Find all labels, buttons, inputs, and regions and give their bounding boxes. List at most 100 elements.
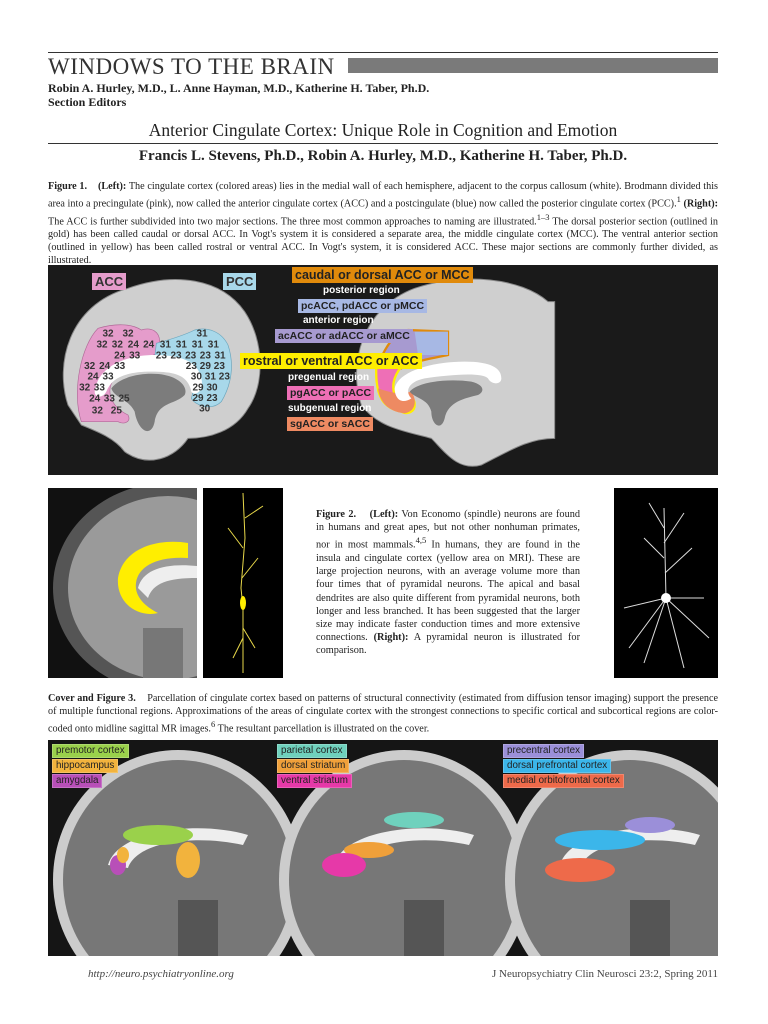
brodmann-area-number: 23 — [219, 372, 231, 383]
pc-label: pcACC, pdACC or pMCC — [298, 299, 428, 313]
figure2-pyramidal-neuron-image — [614, 488, 718, 678]
brodmann-area-number: 23 — [185, 350, 197, 361]
caption-left: (Left): — [97, 181, 127, 192]
brodmann-area-number: 32 — [92, 405, 104, 416]
brodmann-area-number: 23 — [206, 393, 218, 404]
pg-label: pgACC or pACC — [287, 386, 375, 400]
caudal-label: caudal or dorsal ACC or MCC — [292, 267, 473, 283]
sg-label: sgACC or sACC — [287, 417, 373, 431]
brodmann-area-number: 32 — [79, 382, 91, 393]
figure2-mri-image — [48, 488, 197, 678]
pregenual-region-label: pregenual region — [288, 372, 370, 383]
footer-citation: J Neuropsychiatry Clin Neurosci 23:2, Sp… — [492, 968, 718, 980]
caption-text: The dorsal posterior section (outlined i… — [48, 215, 718, 267]
ref: 6 — [210, 719, 216, 730]
brodmann-area-number: 33 — [94, 382, 106, 393]
caption-left: (Left): — [369, 509, 399, 520]
brodmann-area-number: 33 — [102, 372, 114, 383]
rostral-label: rostral or ventral ACC or ACC — [240, 353, 422, 369]
region-legend-label: hippocampus — [52, 759, 119, 773]
brodmann-area-number: 24 — [99, 361, 111, 372]
brodmann-area-number: 25 — [118, 394, 130, 405]
region-legend-label: dorsal striatum — [277, 759, 350, 773]
brodmann-area-number: 31 — [196, 329, 208, 340]
figure-label: Cover and Figure 3. — [48, 693, 136, 704]
editors-role: Section Editors — [48, 95, 127, 109]
brodmann-area-number: 31 — [176, 339, 188, 350]
ac-label: acACC or adACC or aMCC — [275, 329, 413, 343]
brodmann-area-number: 33 — [114, 361, 126, 372]
caption-text: Von Economo (spindle) neurons are found … — [316, 509, 581, 551]
ref: 1–3 — [536, 211, 550, 222]
connectivity-region — [384, 812, 444, 828]
figure2-spindle-neuron-image — [203, 488, 283, 678]
mri-sagittal — [53, 488, 197, 678]
section-header: WINDOWS TO THE BRAIN — [48, 54, 335, 79]
editors-names: Robin A. Hurley, M.D., L. Anne Hayman, M… — [48, 81, 430, 95]
region-legend-label: ventral striatum — [277, 774, 352, 788]
caption-right: (Right): — [373, 632, 409, 644]
brodmann-area-number: 32 — [96, 339, 108, 350]
connectivity-region — [123, 825, 193, 845]
caption-text: The ACC is further subdivided into two m… — [48, 215, 537, 227]
figure3-caption: Cover and Figure 3. Parcellation of cing… — [48, 692, 718, 736]
pcc-label: PCC — [223, 273, 257, 290]
brodmann-area-number: 32 — [112, 339, 124, 350]
figure-label: Figure 1. — [48, 181, 88, 192]
mri-panels — [53, 750, 718, 956]
brodmann-area-number: 29 — [200, 361, 212, 372]
section-editors: Robin A. Hurley, M.D., L. Anne Hayman, M… — [48, 81, 429, 109]
caption-text: Parcellation of cingulate cortex based o… — [48, 693, 718, 735]
mri-panel — [53, 750, 303, 956]
ref: 1 — [676, 194, 681, 205]
brodmann-area-number: 32 — [122, 329, 134, 340]
region-legend-label: amygdala — [52, 774, 103, 788]
brodmann-area-number: 25 — [111, 405, 123, 416]
left-brain — [62, 279, 261, 461]
brodmann-area-number: 30 — [191, 372, 203, 383]
brodmann-area-number: 31 — [160, 339, 172, 350]
posterior-region-label: posterior region — [323, 285, 400, 296]
spindle-neuron — [227, 492, 264, 673]
brodmann-area-number: 29 — [192, 393, 204, 404]
region-legend-label: premotor cortex — [52, 744, 129, 758]
region-legend-label: precentral cortex — [503, 744, 584, 758]
acc-label: ACC — [92, 273, 127, 290]
region-legend-label: dorsal prefrontal cortex — [503, 759, 612, 773]
caption-text: A pyramidal neuron is illustrated for co… — [316, 632, 580, 657]
brodmann-area-number: 30 — [206, 382, 218, 393]
top-rule — [48, 52, 718, 53]
caption-right: (Right): — [680, 198, 718, 210]
connectivity-region — [555, 830, 645, 850]
brodmann-area-number: 32 — [84, 361, 96, 372]
article-title: Anterior Cingulate Cortex: Unique Role i… — [148, 120, 618, 140]
ref: 4,5 — [415, 535, 427, 546]
footer-url[interactable]: http://neuro.psychiatryonline.org — [88, 968, 234, 980]
brodmann-area-number: 29 — [192, 382, 204, 393]
brodmann-area-number: 31 — [192, 339, 204, 350]
region-legend-label: parietal cortex — [277, 744, 347, 758]
brodmann-area-number: 24 — [143, 339, 155, 350]
brodmann-area-number: 31 — [208, 339, 220, 350]
brodmann-area-number: 24 — [114, 350, 126, 361]
mri-panel — [505, 750, 718, 956]
brodmann-area-number: 23 — [170, 350, 182, 361]
figure2-caption: Figure 2. (Left): Von Economo (spindle) … — [316, 508, 580, 658]
connectivity-region — [344, 842, 394, 858]
brodmann-area-number: 24 — [87, 372, 99, 383]
brodmann-area-number: 32 — [102, 329, 114, 340]
subgenual-region-label: subgenual region — [288, 403, 372, 414]
connectivity-region — [625, 817, 675, 833]
brodmann-area-number: 33 — [104, 394, 116, 405]
figure-label: Figure 2. — [316, 509, 357, 520]
header-bar — [348, 58, 718, 73]
caption-text: The cingulate cortex (colored areas) lie… — [48, 181, 718, 210]
anterior-region-label: anterior region — [303, 315, 374, 326]
brodmann-area-number: 23 — [214, 361, 226, 372]
caption-text: The resultant parcellation is illustrate… — [215, 723, 430, 735]
brodmann-area-number: 23 — [156, 350, 168, 361]
